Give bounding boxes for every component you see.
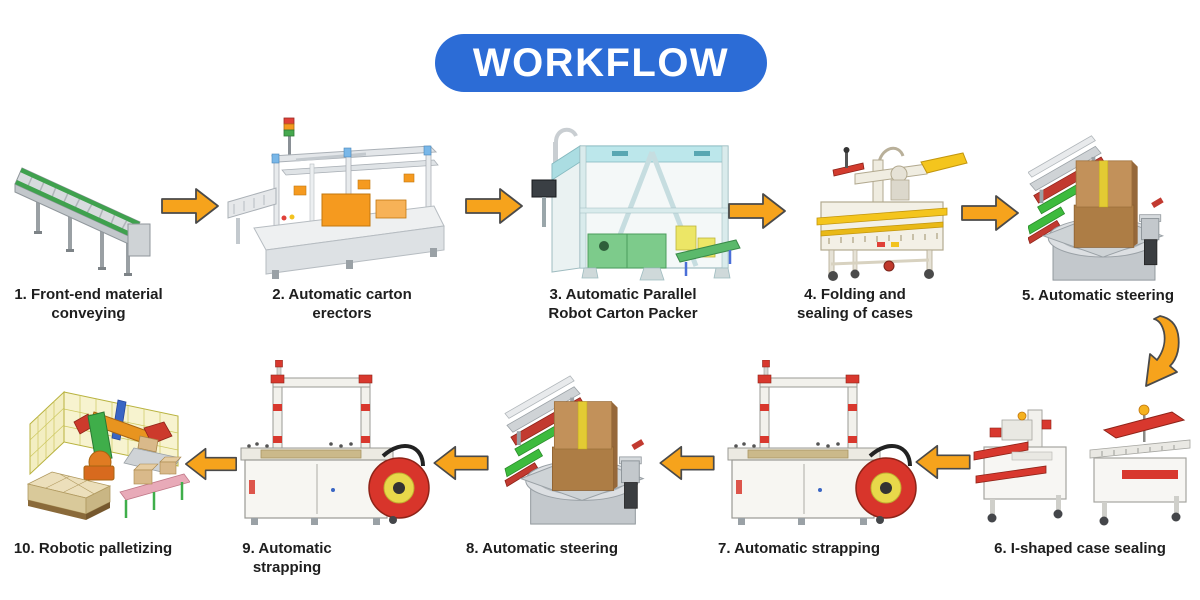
- strapping-machine-illustration: [727, 360, 917, 525]
- steering-turntable-illustration: [1028, 135, 1165, 281]
- step-label-5: 5. Automatic steering: [1022, 287, 1174, 304]
- machine-robot-carton-packer: [526, 120, 742, 282]
- flow-arrow-curve-down-icon: [1138, 314, 1194, 392]
- step-label-7: 7. Automatic strapping: [718, 540, 880, 557]
- case-folder-sealer-illustration: [816, 146, 968, 281]
- carton-erector-illustration: [227, 117, 445, 279]
- step-label-4: 4. Folding and sealing of cases: [797, 286, 913, 322]
- workflow-title-pill: WORKFLOW: [435, 34, 767, 92]
- step-label-8: 8. Automatic steering: [466, 540, 618, 557]
- step-label-2: 2. Automatic carton erectors: [272, 286, 412, 322]
- robot-carton-packer-illustration: [531, 127, 741, 281]
- i-shaped-sealer-illustration: [973, 404, 1191, 526]
- machine-case-folder-sealer: [793, 132, 971, 282]
- flow-arrow-right-icon: [160, 184, 220, 228]
- machine-front-end-conveyor: [12, 132, 162, 278]
- step-label-6: 6. I-shaped case sealing: [994, 540, 1166, 557]
- machine-strapping-2: [233, 360, 431, 530]
- flow-arrow-left-icon: [914, 441, 972, 483]
- machine-robot-palletizer: [22, 362, 190, 530]
- machine-i-shaped-sealer: [972, 392, 1200, 530]
- machine-steering-turntable-1: [1028, 126, 1180, 288]
- step-label-10: 10. Robotic palletizing: [13, 540, 173, 557]
- flow-arrow-left-icon: [658, 442, 716, 484]
- strapping-machine-illustration: [240, 360, 430, 525]
- roller-conveyor-illustration: [14, 167, 151, 276]
- flow-arrow-right-icon: [464, 184, 524, 228]
- flow-arrow-left-icon: [184, 443, 238, 485]
- robot-palletizer-illustration: [26, 390, 190, 520]
- step-label-3: 3. Automatic Parallel Robot Carton Packe…: [548, 286, 698, 322]
- step-label-1: 1. Front-end material conveying: [14, 286, 163, 322]
- steering-turntable-illustration: [504, 375, 645, 525]
- machine-steering-turntable-2: [502, 370, 664, 528]
- workflow-title: WORKFLOW: [472, 40, 730, 85]
- machine-carton-erector: [226, 110, 460, 282]
- flow-arrow-left-icon: [432, 442, 490, 484]
- flow-arrow-right-icon: [727, 189, 787, 233]
- machine-strapping-1: [720, 360, 918, 530]
- flow-arrow-right-icon: [960, 191, 1020, 235]
- step-label-9: 9. Automatic strapping: [242, 540, 332, 576]
